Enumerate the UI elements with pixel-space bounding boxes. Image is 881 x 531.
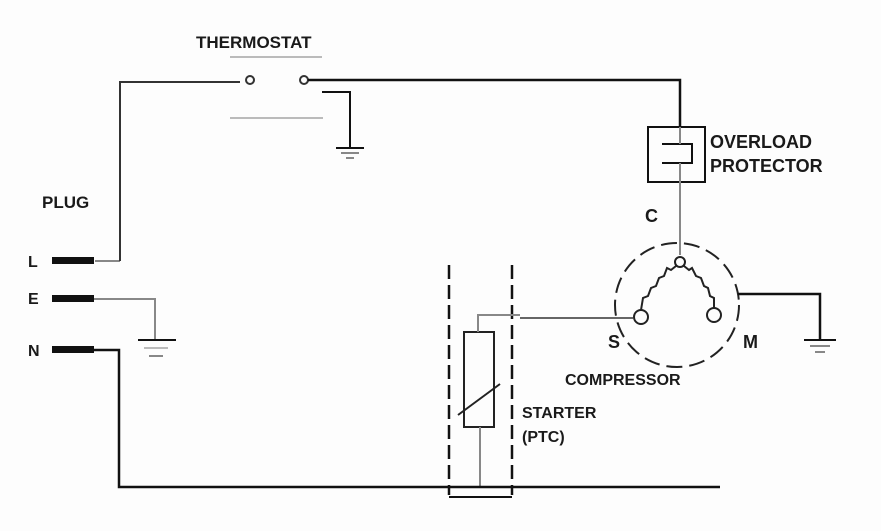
starter-label-line2: (PTC) xyxy=(522,429,565,446)
terminal-c xyxy=(674,256,686,268)
main-label: M xyxy=(743,332,758,352)
start-label: S xyxy=(608,332,620,352)
starter-ptc xyxy=(447,265,520,498)
earth-wire xyxy=(94,298,156,340)
common-label: C xyxy=(645,206,658,226)
terminal-m xyxy=(706,307,722,323)
neutral-pin xyxy=(52,346,94,353)
thermostat-ground-wire xyxy=(322,91,351,148)
overload-label-line2: PROTECTOR xyxy=(710,156,823,176)
overload-label-line1: OVERLOAD xyxy=(710,132,812,152)
ground-icon xyxy=(336,147,364,159)
ground-icon xyxy=(138,339,176,357)
main-winding xyxy=(683,265,715,308)
start-winding xyxy=(640,265,677,311)
earth-label: E xyxy=(28,291,39,308)
earth-pin xyxy=(52,295,94,302)
thermostat-to-protector-wire xyxy=(308,78,682,127)
overload-protector xyxy=(647,126,706,255)
terminal-s xyxy=(633,309,649,325)
ground-icon xyxy=(804,339,836,353)
neutral-label: N xyxy=(28,343,40,360)
plug-label: PLUG xyxy=(42,193,89,212)
starter-label-line1: STARTER xyxy=(522,405,597,422)
thermostat-contact-right xyxy=(299,75,309,85)
live-wire xyxy=(119,81,240,261)
neutral-wire xyxy=(94,348,720,489)
main-ground-wire xyxy=(738,292,822,340)
compressor xyxy=(614,242,740,368)
live-pin xyxy=(52,257,94,264)
live-label: L xyxy=(28,254,38,271)
compressor-label: COMPRESSOR xyxy=(565,372,681,389)
thermostat xyxy=(230,56,323,119)
thermostat-label: THERMOSTAT xyxy=(196,33,312,52)
thermostat-contact-left xyxy=(245,75,255,85)
